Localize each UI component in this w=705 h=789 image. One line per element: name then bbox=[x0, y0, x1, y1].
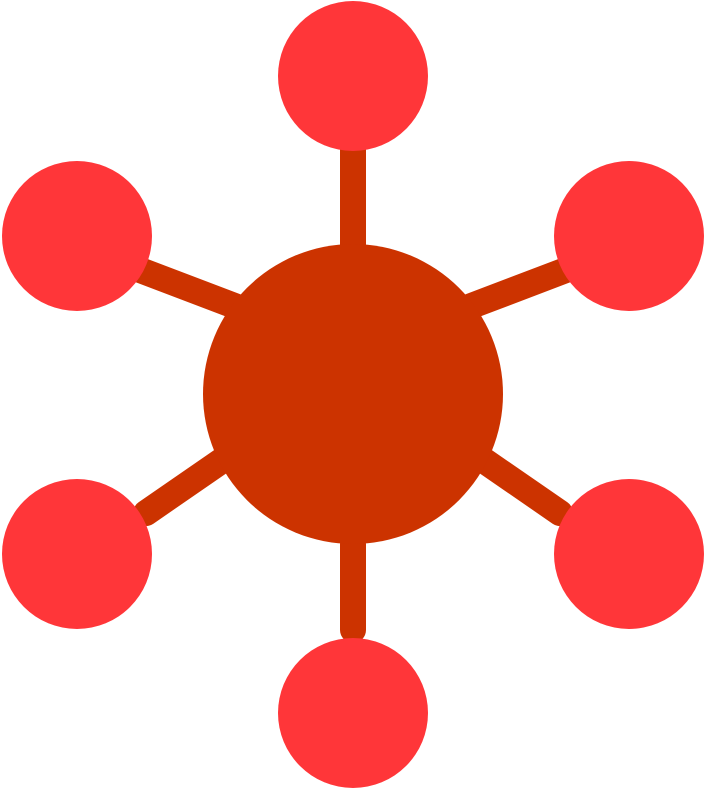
connector-upper-left bbox=[127, 257, 253, 321]
node-upper-right bbox=[554, 161, 704, 311]
connectors bbox=[127, 133, 579, 643]
node-lower-left bbox=[2, 479, 152, 629]
node-top bbox=[278, 1, 428, 151]
connector-upper-right bbox=[453, 257, 579, 321]
node-lower-right bbox=[554, 479, 704, 629]
hub-node bbox=[203, 244, 503, 544]
connector-lower-left bbox=[133, 442, 243, 526]
node-upper-left bbox=[2, 161, 152, 311]
node-bottom bbox=[278, 638, 428, 788]
connector-lower-right bbox=[463, 442, 573, 526]
